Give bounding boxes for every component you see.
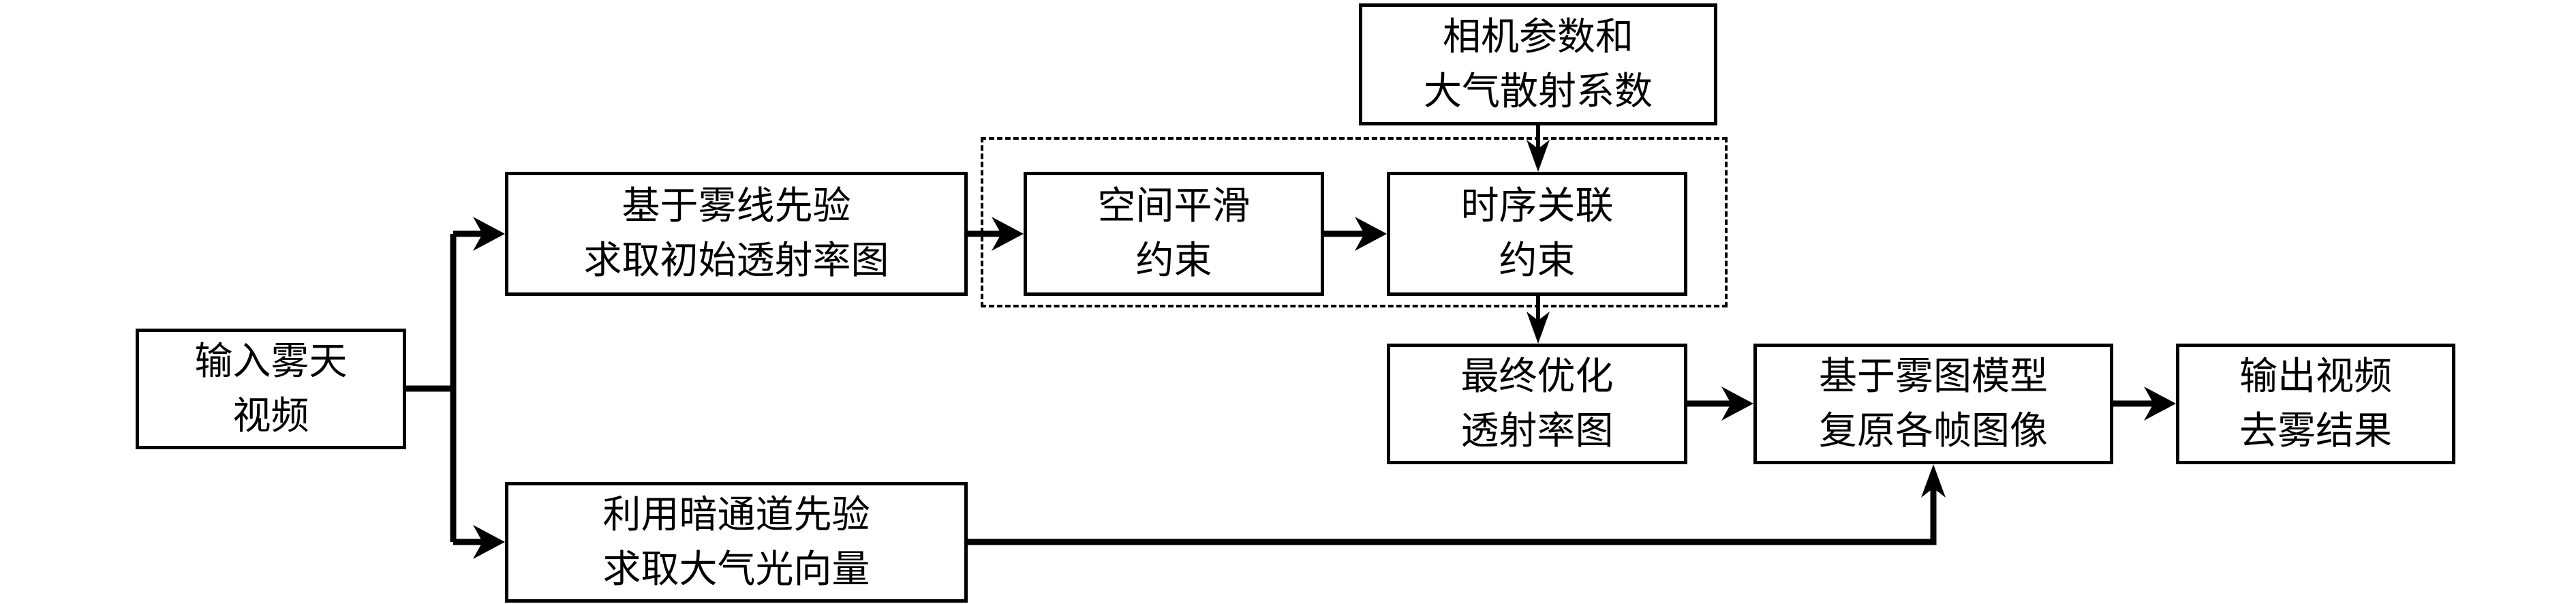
arrowhead-final [1527, 312, 1550, 344]
node-input-line-1: 输入雾天 [194, 339, 348, 384]
node-output-line-2: 去雾结果 [2239, 408, 2392, 453]
node-restore-frames: 基于雾图模型 复原各帧图像 [1753, 344, 2113, 464]
arrowhead-camera-temporal [1527, 140, 1550, 172]
node-haze-line-line-1: 基于雾线先验 [622, 184, 851, 228]
node-final-transmission: 最终优化 透射率图 [1387, 344, 1687, 464]
optimization-group-dashed-border [981, 137, 1728, 307]
node-output-line-1: 输出视频 [2239, 354, 2392, 399]
node-camera-line-1: 相机参数和 [1443, 14, 1634, 59]
node-output-result: 输出视频 去雾结果 [2176, 344, 2455, 464]
edge-dark-channel-to-restore [968, 484, 1937, 545]
arrowhead-output [2144, 387, 2176, 421]
node-temporal-line-1: 时序关联 [1460, 184, 1614, 228]
node-spatial-line-1: 空间平滑 [1097, 184, 1251, 228]
node-temporal-correlation: 时序关联 约束 [1387, 172, 1687, 296]
arrowhead-dark-channel [473, 525, 505, 559]
node-temporal-line-2: 约束 [1499, 239, 1576, 283]
node-dark-channel-prior: 利用暗通道先验 求取大气光向量 [505, 482, 968, 603]
node-dark-channel-line-1: 利用暗通道先验 [602, 492, 870, 537]
arrowhead-restore-bottom [1921, 464, 1946, 498]
arrowhead-spatial [992, 217, 1024, 251]
arrowhead-haze-line [473, 217, 505, 251]
arrowhead-restore [1721, 387, 1753, 421]
node-camera-params: 相机参数和 大气散射系数 [1359, 3, 1717, 125]
node-spatial-line-2: 约束 [1135, 239, 1212, 283]
node-spatial-smoothing: 空间平滑 约束 [1024, 172, 1324, 296]
node-camera-line-2: 大气散射系数 [1424, 69, 1653, 114]
node-restore-line-2: 复原各帧图像 [1819, 408, 2048, 453]
arrowhead-temporal [1355, 217, 1387, 251]
node-haze-line-prior: 基于雾线先验 求取初始透射率图 [505, 172, 968, 296]
node-input-foggy-video: 输入雾天 视频 [136, 329, 406, 449]
node-dark-channel-line-2: 求取大气光向量 [602, 547, 870, 592]
node-input-line-2: 视频 [232, 393, 309, 438]
node-final-line-1: 最终优化 [1460, 354, 1614, 399]
node-final-line-2: 透射率图 [1460, 408, 1614, 453]
node-restore-line-1: 基于雾图模型 [1819, 354, 2048, 399]
node-haze-line-line-2: 求取初始透射率图 [583, 239, 889, 283]
